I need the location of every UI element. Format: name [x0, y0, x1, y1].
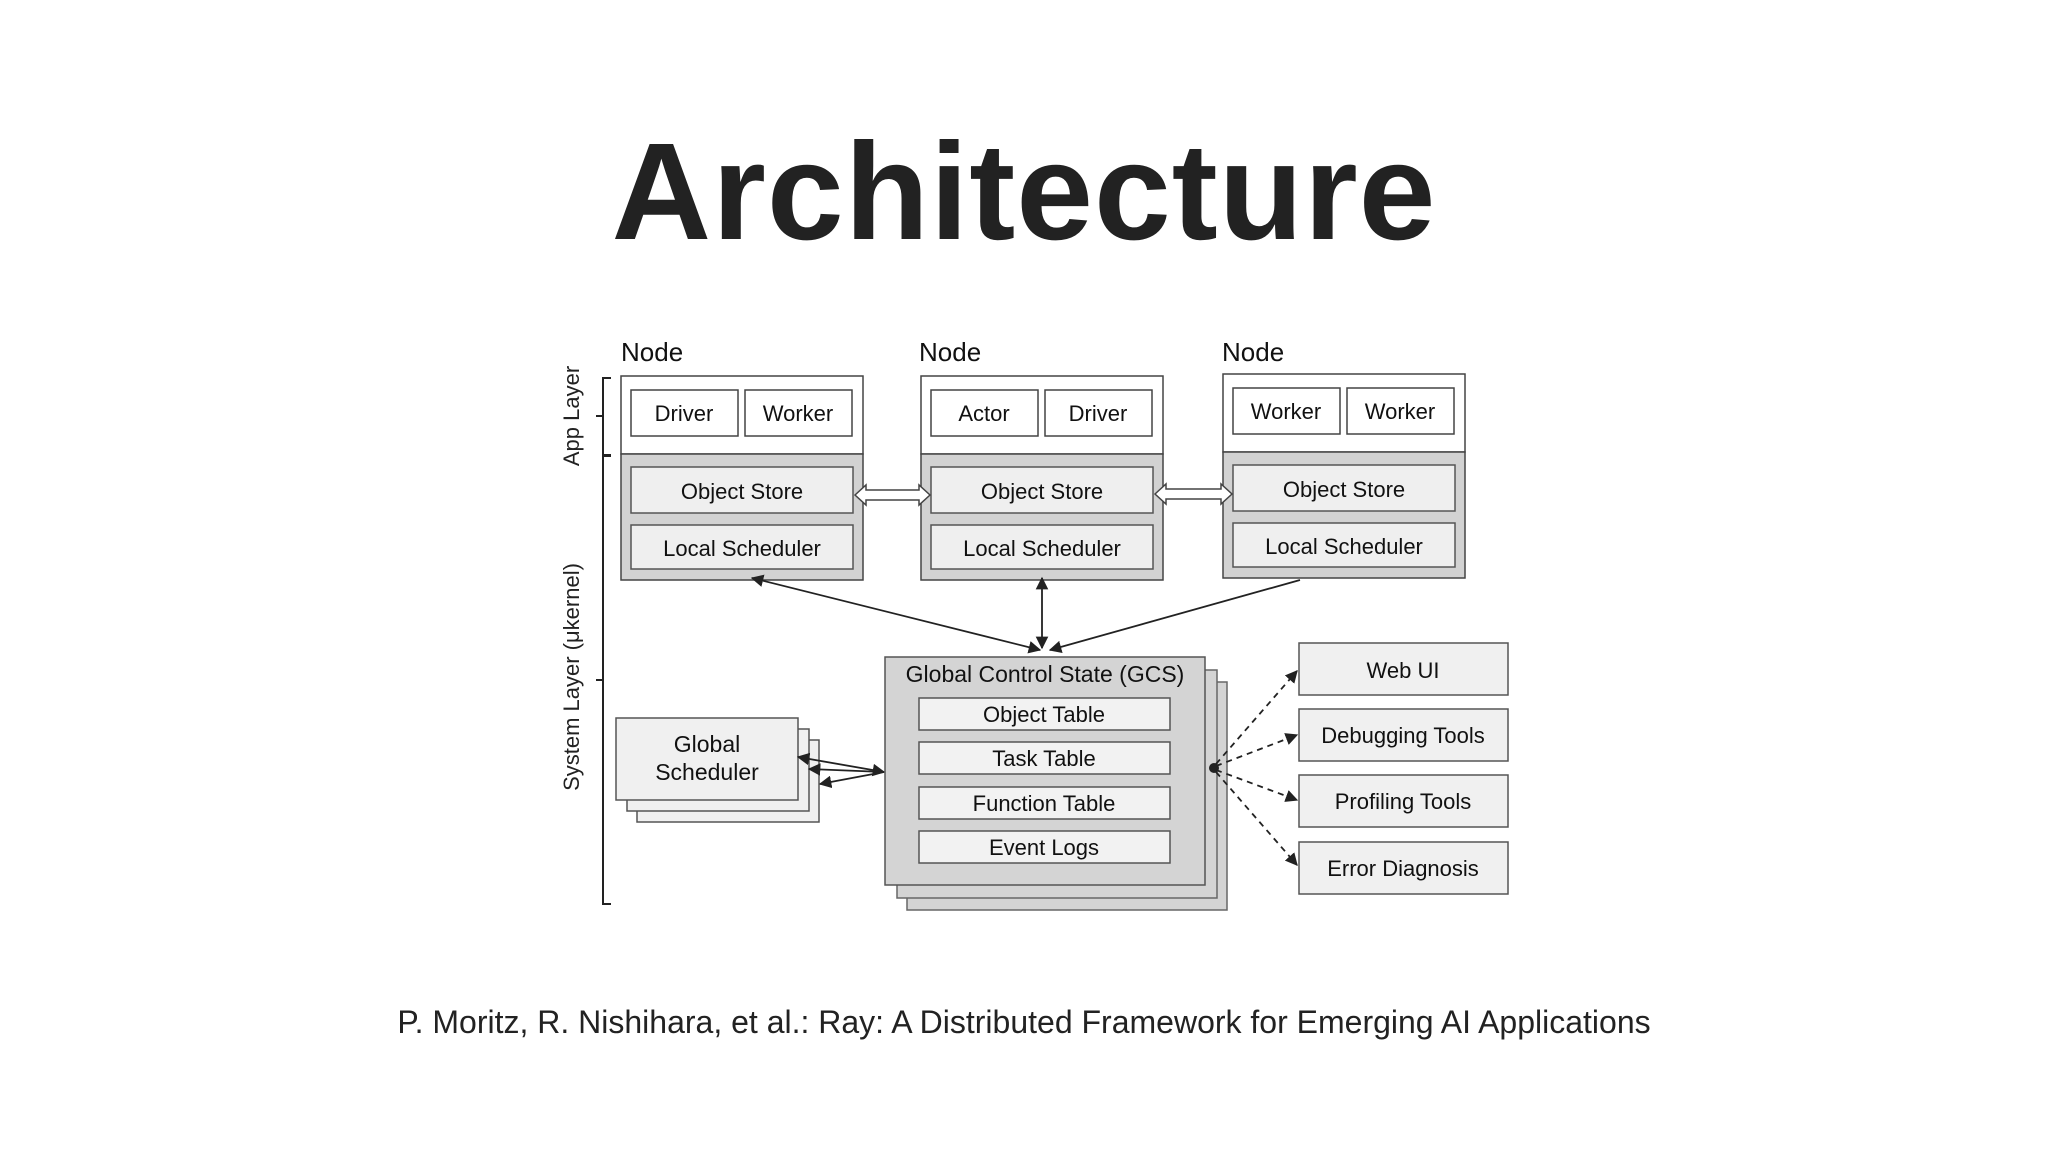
profiling-tools-box: [1298, 774, 1509, 828]
node-label: Node: [1222, 337, 1284, 367]
global-scheduler-label-line2: Scheduler: [655, 759, 759, 785]
object-store-box: [1232, 464, 1456, 512]
worker-box: [1232, 387, 1341, 435]
global-control-state: Global Control State (GCS) Object Table …: [884, 656, 1228, 911]
app-layer-bracket: [596, 377, 611, 456]
system-layer-label: System Layer (μkernel): [559, 563, 584, 791]
object-store-label: Object Store: [681, 479, 803, 504]
scheduler-gcs-link: [750, 574, 1042, 654]
scheduler-gcs-link: [1048, 579, 1301, 654]
gcs-table-box: [918, 741, 1171, 775]
gcs-tools-link: [1215, 733, 1299, 767]
app-layer-label: App Layer: [559, 366, 584, 466]
object-store-label: Object Store: [981, 479, 1103, 504]
gcs-table-box: [918, 697, 1171, 731]
gcs-table-label: Object Table: [983, 702, 1105, 727]
app-component-label: Worker: [1365, 399, 1436, 424]
app-component-label: Driver: [1069, 401, 1128, 426]
actor-box: [930, 389, 1039, 437]
local-scheduler-label: Local Scheduler: [663, 536, 821, 561]
local-scheduler-label: Local Scheduler: [963, 536, 1121, 561]
tool-label: Profiling Tools: [1335, 789, 1472, 814]
object-store-box: [930, 466, 1154, 514]
gcs-tools-link: [1215, 771, 1298, 866]
gcs-table-label: Task Table: [992, 746, 1096, 771]
node-1: Node Driver Worker Object Store Local Sc…: [620, 337, 864, 581]
gcs-table-label: Function Table: [973, 791, 1116, 816]
error-diagnosis-box: [1298, 841, 1509, 895]
app-component-label: Worker: [1251, 399, 1322, 424]
node-label: Node: [919, 337, 981, 367]
global-scheduler-gcs-link: [807, 763, 885, 776]
object-store-label: Object Store: [1283, 477, 1405, 502]
object-store-box: [630, 466, 854, 514]
worker-box: [1346, 387, 1455, 435]
local-scheduler-label: Local Scheduler: [1265, 534, 1423, 559]
slide-title: Architecture: [611, 115, 1437, 269]
global-scheduler: Global Scheduler: [615, 717, 820, 823]
gcs-tools-link: [1215, 670, 1298, 765]
tool-label: Web UI: [1367, 658, 1440, 683]
system-layer-bracket: [596, 455, 611, 905]
gcs-title: Global Control State (GCS): [906, 661, 1185, 687]
local-scheduler-box: [630, 524, 854, 570]
tool-label: Error Diagnosis: [1327, 856, 1479, 881]
tool-label: Debugging Tools: [1321, 723, 1485, 748]
debugging-tools-box: [1298, 708, 1509, 762]
web-ui-box: [1298, 642, 1509, 696]
node-2: Node Actor Driver Object Store Local Sch…: [919, 337, 1164, 581]
app-component-label: Actor: [958, 401, 1009, 426]
gcs-table-label: Event Logs: [989, 835, 1099, 860]
global-scheduler-label-line1: Global: [674, 731, 740, 757]
global-scheduler-gcs-link: [818, 771, 885, 789]
object-transfer-arrow: [1153, 482, 1234, 506]
local-scheduler-box: [1232, 522, 1456, 568]
driver-box: [1044, 389, 1153, 437]
object-transfer-arrow: [853, 483, 932, 507]
local-scheduler-box: [930, 524, 1154, 570]
gcs-table-box: [918, 830, 1171, 864]
gcs-table-box: [918, 786, 1171, 820]
worker-box: [744, 389, 853, 437]
app-component-label: Driver: [655, 401, 714, 426]
gcs-tools-link: [1215, 769, 1299, 802]
global-scheduler-gcs-link: [796, 752, 886, 777]
node-label: Node: [621, 337, 683, 367]
node-3: Node Worker Worker Object Store Local Sc…: [1222, 337, 1466, 579]
driver-box: [630, 389, 739, 437]
citation: P. Moritz, R. Nishihara, et al.: Ray: A …: [397, 1004, 1651, 1040]
app-component-label: Worker: [763, 401, 834, 426]
